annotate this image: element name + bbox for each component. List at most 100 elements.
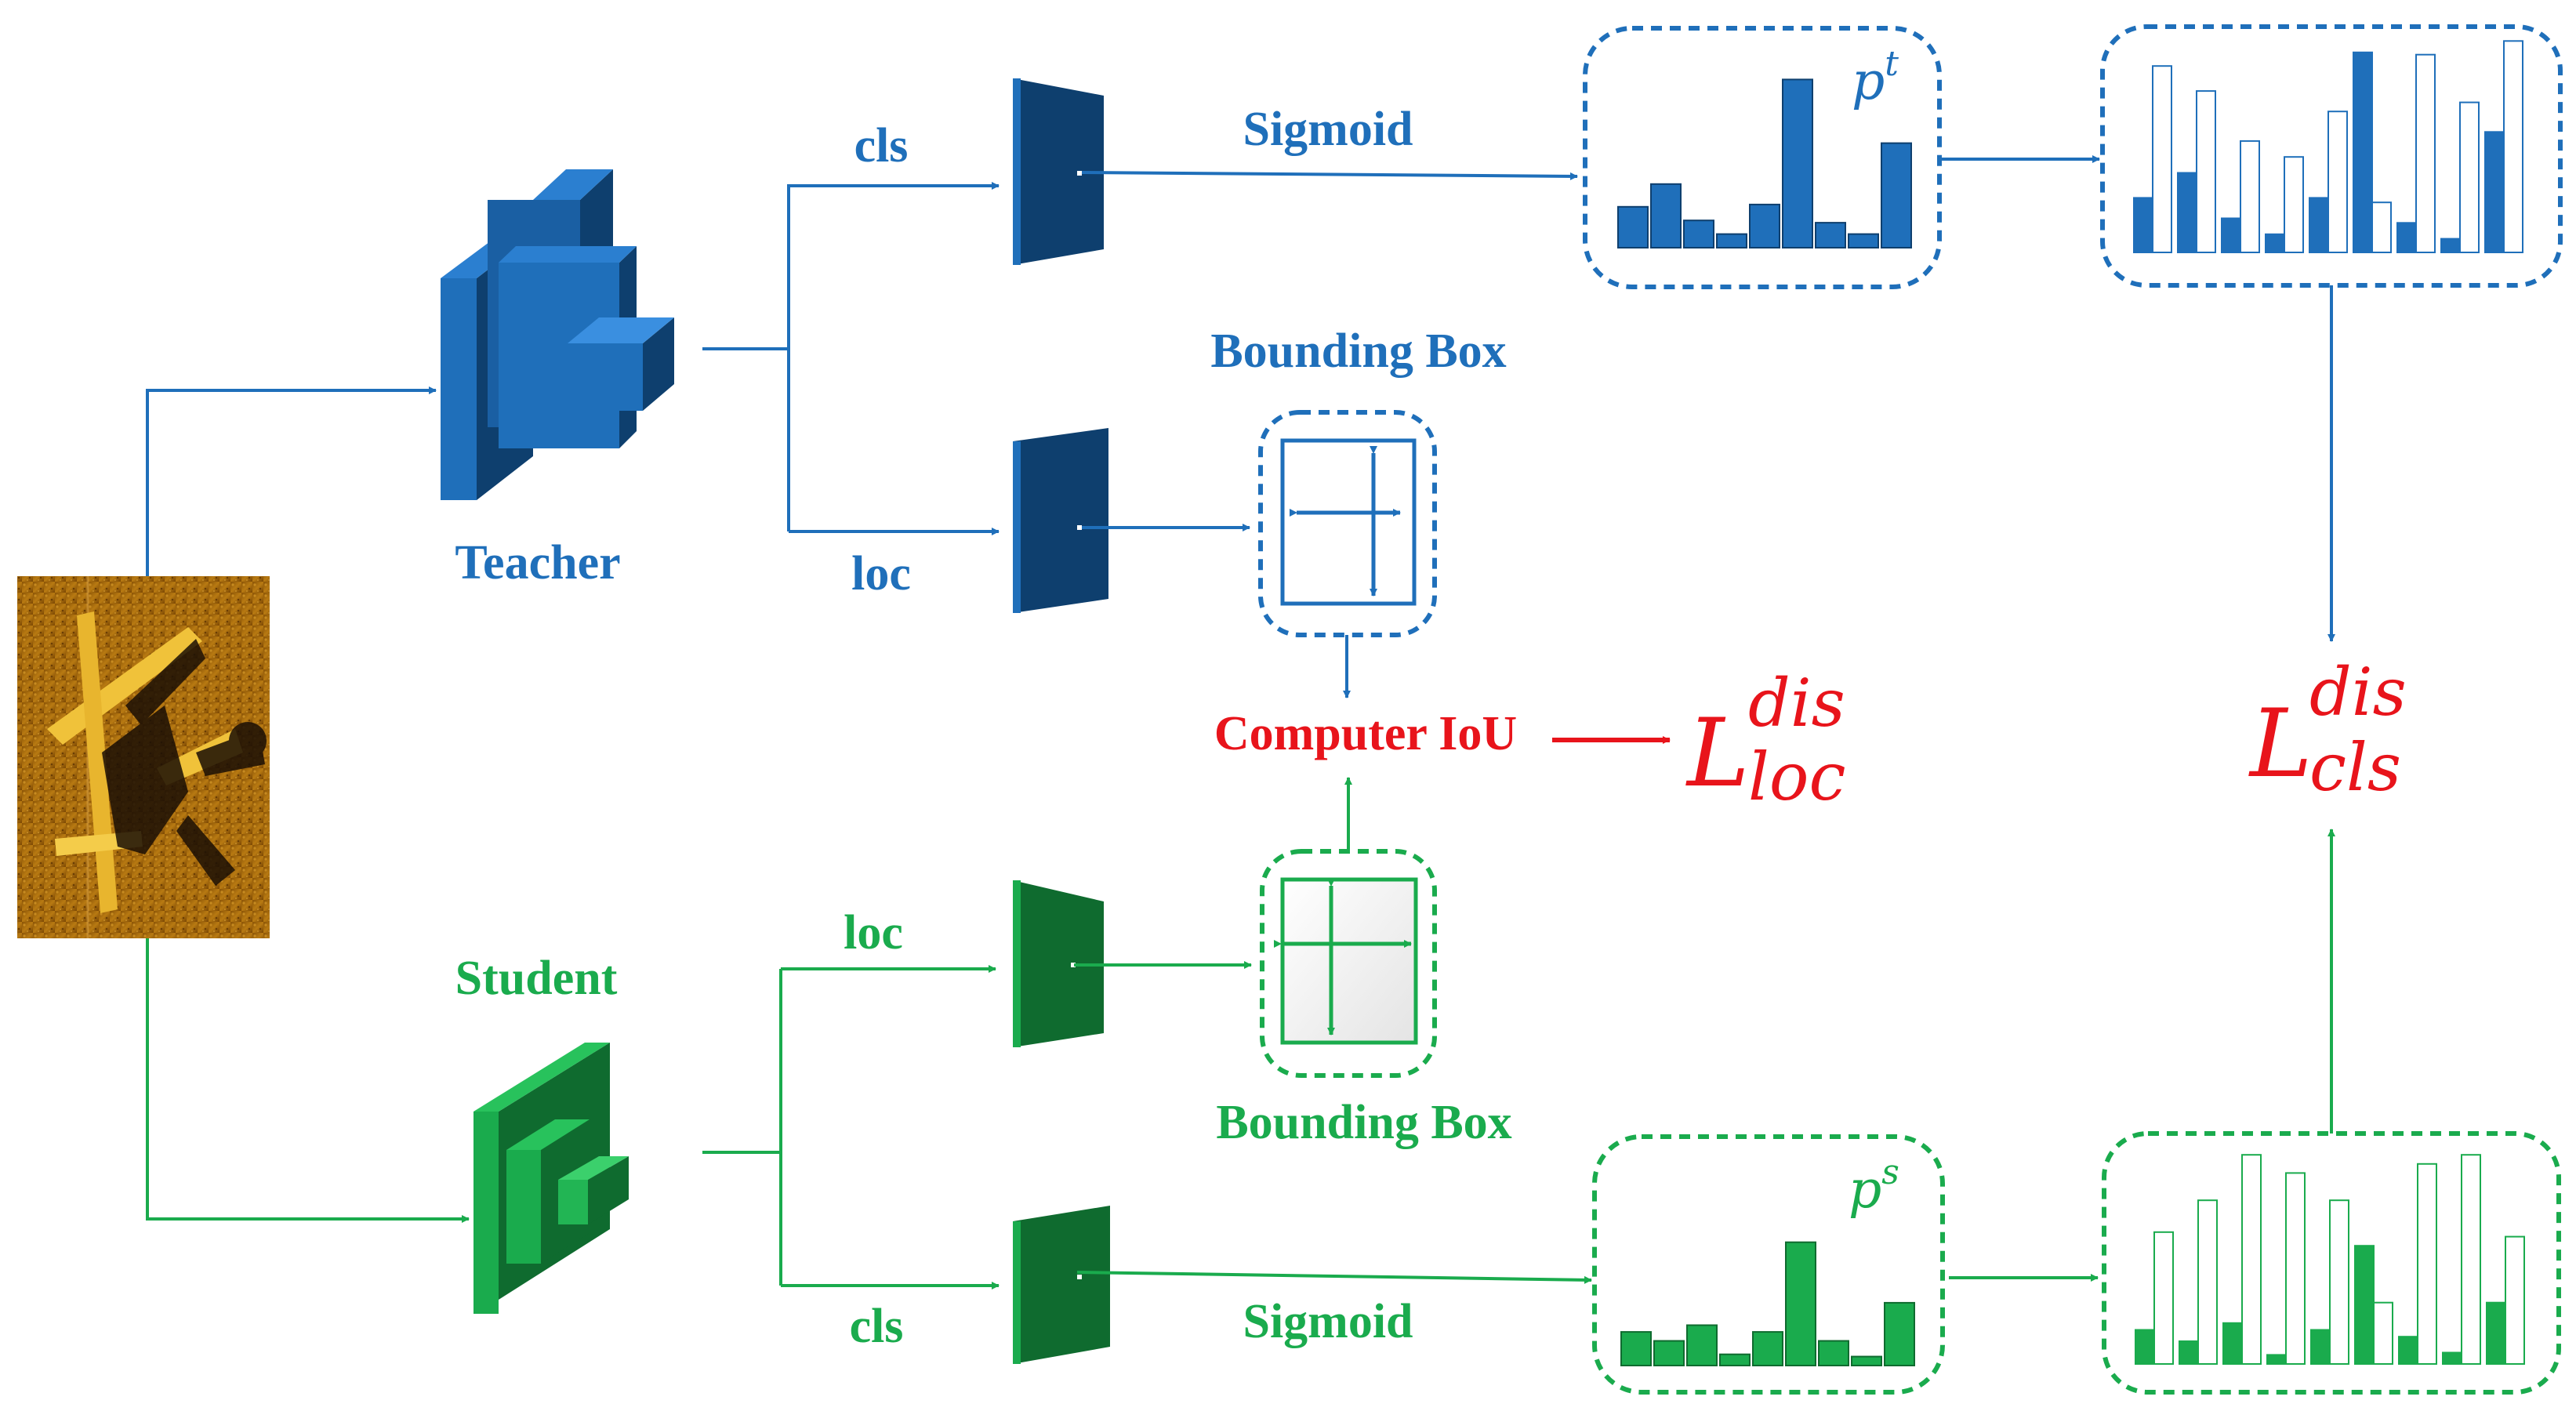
student-prob-bar xyxy=(1620,1331,1652,1366)
student-network xyxy=(473,1043,629,1314)
teacher-prob-bar xyxy=(1749,203,1780,248)
teacher-prob-p: p xyxy=(1852,51,1885,111)
loss-cls-sup: dis xyxy=(2309,654,2407,731)
student-prob-bar xyxy=(1653,1340,1685,1367)
student-compare-outline-bar xyxy=(2373,1301,2393,1365)
teacher-compare-outline-bar xyxy=(2284,156,2304,253)
student-prob-bar xyxy=(1785,1241,1816,1366)
teacher-compare-solid-bar xyxy=(2440,238,2461,254)
teacher-prob-bar xyxy=(1782,78,1813,249)
student-cls-head xyxy=(1013,1206,1110,1364)
teacher-compare-solid-bar xyxy=(2177,172,2197,253)
teacher-prob-box xyxy=(1583,26,1942,289)
student-compare-outline-bar xyxy=(2417,1163,2437,1366)
student-compare-solid-bar xyxy=(2222,1322,2243,1366)
student-prob-bar xyxy=(1719,1353,1751,1366)
loss-cls-sub: cls xyxy=(2309,729,2401,806)
loss-cls: L dis cls xyxy=(2248,654,2407,806)
teacher-prob-bar xyxy=(1848,233,1879,249)
student-compare-outline-bar xyxy=(2197,1199,2218,1365)
teacher-compare-solid-bar xyxy=(2396,222,2417,253)
student-compare-solid-bar xyxy=(2398,1336,2418,1365)
teacher-compare-outline-bar xyxy=(2327,111,2348,253)
student-prob-bar xyxy=(1752,1331,1783,1366)
teacher-prob-bar xyxy=(1881,142,1912,248)
teacher-loc-label: loc xyxy=(851,547,911,600)
student-compare-outline-bar xyxy=(2329,1199,2349,1365)
teacher-prob-bar xyxy=(1815,222,1846,249)
student-prob-symbol: ps xyxy=(1849,1152,1899,1220)
teacher-bbox-icon xyxy=(1280,438,1417,606)
teacher-compare-bars xyxy=(2133,40,2523,254)
teacher-prob-bar xyxy=(1617,205,1649,248)
teacher-label: Teacher xyxy=(455,536,620,589)
teacher-compare-solid-bar xyxy=(2309,197,2329,253)
teacher-compare-outline-bar xyxy=(2240,140,2260,253)
teacher-compare-outline-bar xyxy=(2196,90,2216,253)
teacher-compare-solid-bar xyxy=(2133,197,2153,253)
student-compare-solid-bar xyxy=(2442,1351,2462,1365)
teacher-prob-sup: t xyxy=(1885,44,1899,84)
student-prob-bar xyxy=(1686,1324,1718,1367)
teacher-prob-bar xyxy=(1683,219,1714,249)
teacher-prob-bar xyxy=(1650,183,1682,248)
student-cls-label: cls xyxy=(850,1300,904,1353)
student-prob-bars xyxy=(1620,1241,1915,1367)
student-compare-outline-bar xyxy=(2505,1235,2525,1365)
teacher-prob-bars xyxy=(1617,78,1912,249)
teacher-bbox-label: Bounding Box xyxy=(1210,325,1506,378)
loss-loc-sup: dis xyxy=(1748,665,1845,742)
teacher-compare-solid-bar xyxy=(2221,217,2241,253)
loss-cls-symbol: L xyxy=(2248,690,2313,799)
teacher-prob-symbol: pt xyxy=(1852,44,1899,111)
student-compare-outline-bar xyxy=(2241,1154,2262,1365)
student-compare-solid-bar xyxy=(2486,1301,2506,1365)
teacher-prob-bar xyxy=(1716,233,1747,249)
student-prob-bar xyxy=(1818,1340,1849,1367)
teacher-compare-outline-bar xyxy=(2371,201,2392,254)
student-loc-label: loc xyxy=(844,906,903,959)
student-sigmoid-arrow xyxy=(1076,1271,1592,1284)
airplane-shadow xyxy=(102,639,267,886)
teacher-compare-solid-bar xyxy=(2484,131,2505,253)
teacher-loc-head xyxy=(1013,428,1108,613)
teacher-bbox-dashed xyxy=(1258,410,1437,637)
teacher-compare-outline-bar xyxy=(2152,65,2172,253)
teacher-cls-head xyxy=(1013,78,1104,265)
student-compare-outline-bar xyxy=(2153,1231,2174,1366)
student-compare-bars xyxy=(2135,1154,2525,1366)
student-label: Student xyxy=(455,952,618,1005)
student-bbox-icon xyxy=(1274,877,1418,1045)
input-sonar-image xyxy=(17,576,270,938)
input-to-teacher-arrow xyxy=(146,386,437,576)
student-compare-outline-bar xyxy=(2461,1154,2481,1365)
teacher-compare-outline-bar xyxy=(2415,53,2436,253)
student-prob-bar xyxy=(1851,1355,1882,1367)
input-to-student-arrow xyxy=(146,938,470,1223)
student-prob-sup: s xyxy=(1881,1152,1899,1192)
student-compare-solid-bar xyxy=(2310,1329,2331,1365)
student-compare-solid-bar xyxy=(2266,1354,2287,1366)
student-loc-head xyxy=(1013,880,1104,1047)
student-compare-solid-bar xyxy=(2135,1329,2155,1365)
teacher-sigmoid-label: Sigmoid xyxy=(1243,103,1413,156)
loss-loc-symbol: L xyxy=(1685,699,1750,808)
student-sigmoid-label: Sigmoid xyxy=(1243,1295,1413,1348)
student-bbox-label: Bounding Box xyxy=(1216,1096,1511,1149)
teacher-compare-outline-bar xyxy=(2503,40,2523,254)
teacher-compare-solid-bar xyxy=(2265,233,2285,253)
loss-loc: L dis loc xyxy=(1685,665,1845,815)
teacher-compare-outline-bar xyxy=(2459,101,2480,253)
loss-loc-sub: loc xyxy=(1748,738,1845,815)
teacher-sigmoid-arrow xyxy=(1081,171,1578,180)
teacher-cls-label: cls xyxy=(854,119,909,172)
student-prob-p: p xyxy=(1849,1159,1881,1220)
iou-label: Computer IoU xyxy=(1214,707,1517,760)
student-prob-bar xyxy=(1884,1301,1915,1367)
student-compare-solid-bar xyxy=(2179,1340,2199,1365)
student-compare-outline-bar xyxy=(2285,1172,2306,1366)
teacher-compare-solid-bar xyxy=(2353,51,2373,253)
student-compare-solid-bar xyxy=(2354,1245,2375,1365)
